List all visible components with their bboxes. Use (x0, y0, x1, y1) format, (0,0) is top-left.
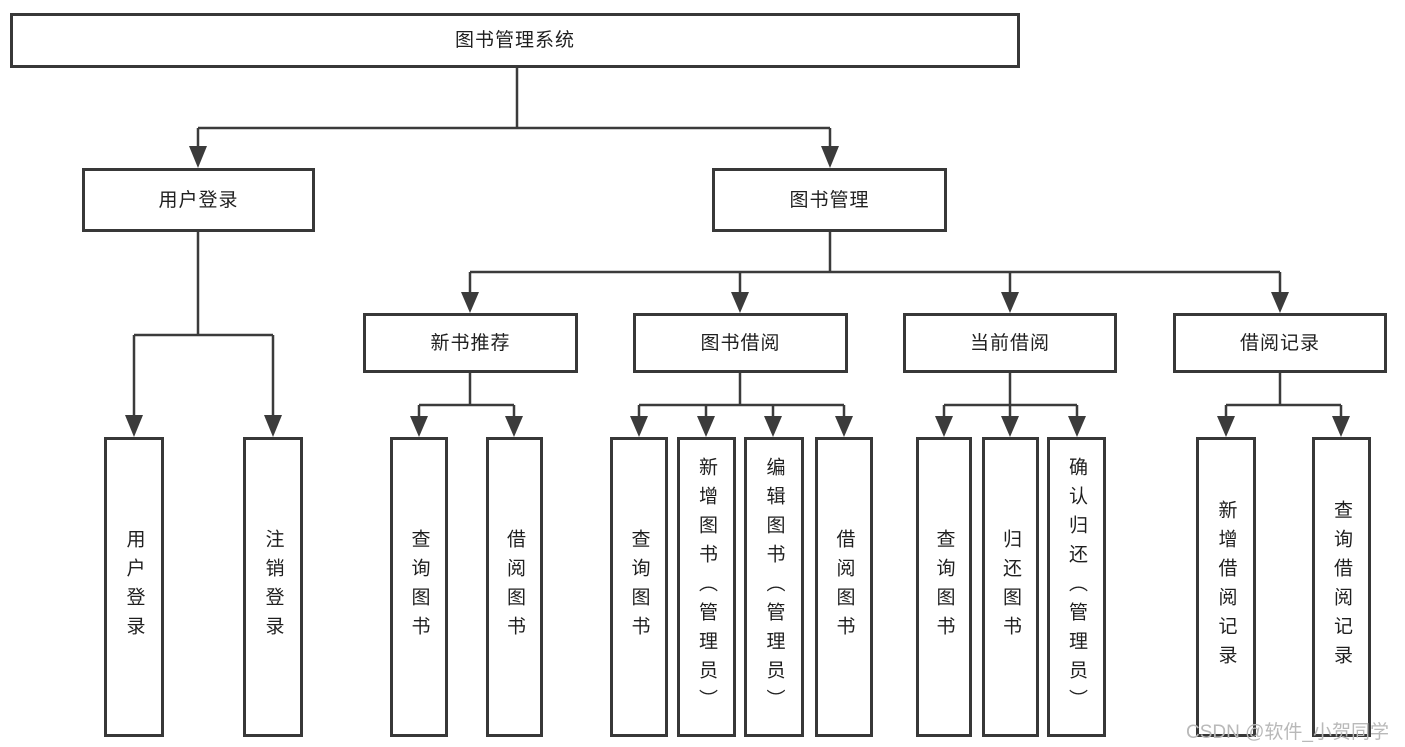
node-current-borrow: 当前借阅 (903, 313, 1117, 373)
leaf-query-book-current: 查询图书 (916, 437, 972, 737)
node-new-book-recommend: 新书推荐 (363, 313, 578, 373)
arrow-down-icon (1332, 416, 1350, 437)
node-label: 用户登录 (158, 189, 239, 211)
arrow-down-icon (1217, 416, 1235, 437)
arrow-down-icon (264, 415, 282, 437)
arrow-down-icon (189, 146, 207, 168)
node-label: 借阅图书 (504, 529, 525, 645)
node-label: 编辑图书（管理员） (763, 456, 785, 718)
leaf-borrow-book-recommend: 借阅图书 (486, 437, 543, 737)
arrow-down-icon (505, 416, 523, 437)
arrow-down-icon (1271, 292, 1289, 313)
leaf-query-borrow-record: 查询借阅记录 (1312, 437, 1371, 737)
node-label: 查询图书 (408, 529, 430, 645)
arrow-down-icon (461, 292, 479, 313)
node-user-login: 用户登录 (82, 168, 315, 232)
node-label: 图书管理 (789, 189, 870, 211)
node-label: 图书管理系统 (454, 30, 575, 51)
node-book-borrow: 图书借阅 (633, 313, 848, 373)
leaf-query-book-borrow: 查询图书 (610, 437, 668, 737)
connector-user-login-to-leaves (125, 232, 282, 437)
connector-book-manage-to-level3 (461, 232, 1289, 313)
arrow-down-icon (935, 416, 953, 437)
node-label: 归还图书 (1000, 529, 1021, 645)
connector-current-to-leaves (935, 373, 1086, 437)
arrow-down-icon (630, 416, 648, 437)
leaf-add-book-admin: 新增图书（管理员） (677, 437, 736, 737)
node-label: 图书借阅 (700, 332, 781, 354)
node-label: 查询借阅记录 (1331, 500, 1352, 674)
connector-root-to-level2 (189, 68, 839, 168)
arrow-down-icon (821, 146, 839, 168)
node-label: 当前借阅 (969, 332, 1050, 354)
connector-record-to-leaves (1217, 373, 1350, 437)
leaf-add-borrow-record: 新增借阅记录 (1196, 437, 1256, 737)
leaf-borrow-book: 借阅图书 (815, 437, 873, 737)
node-label: 用户登录 (123, 529, 145, 645)
arrow-down-icon (835, 416, 853, 437)
leaf-logout: 注销登录 (243, 437, 303, 737)
node-book-manage: 图书管理 (712, 168, 947, 232)
arrow-down-icon (1001, 292, 1019, 313)
node-label: 查询图书 (628, 529, 650, 645)
arrow-down-icon (1068, 416, 1086, 437)
node-label: 借阅图书 (833, 529, 855, 645)
leaf-user-login: 用户登录 (104, 437, 164, 737)
connector-borrow-to-leaves (630, 373, 853, 437)
arrow-down-icon (731, 292, 749, 313)
node-borrow-record: 借阅记录 (1173, 313, 1387, 373)
leaf-edit-book-admin: 编辑图书（管理员） (744, 437, 804, 737)
connector-recommend-to-leaves (410, 373, 523, 437)
arrow-down-icon (410, 416, 428, 437)
csdn-watermark: CSDN @软件_小贺同学 (1186, 722, 1389, 743)
node-root-system: 图书管理系统 (10, 13, 1020, 68)
node-label: 注销登录 (262, 529, 284, 645)
node-label: 确认归还（管理员） (1066, 456, 1087, 718)
node-label: 新增借阅记录 (1215, 500, 1237, 674)
arrow-down-icon (764, 416, 782, 437)
node-label: 借阅记录 (1239, 332, 1320, 354)
leaf-return-book: 归还图书 (982, 437, 1039, 737)
node-label: 新增图书（管理员） (696, 456, 717, 718)
node-label: 查询图书 (933, 529, 955, 645)
arrow-down-icon (1001, 416, 1019, 437)
arrow-down-icon (125, 415, 143, 437)
leaf-query-book-recommend: 查询图书 (390, 437, 448, 737)
arrow-down-icon (697, 416, 715, 437)
leaf-confirm-return-admin: 确认归还（管理员） (1047, 437, 1106, 737)
node-label: 新书推荐 (430, 332, 511, 354)
